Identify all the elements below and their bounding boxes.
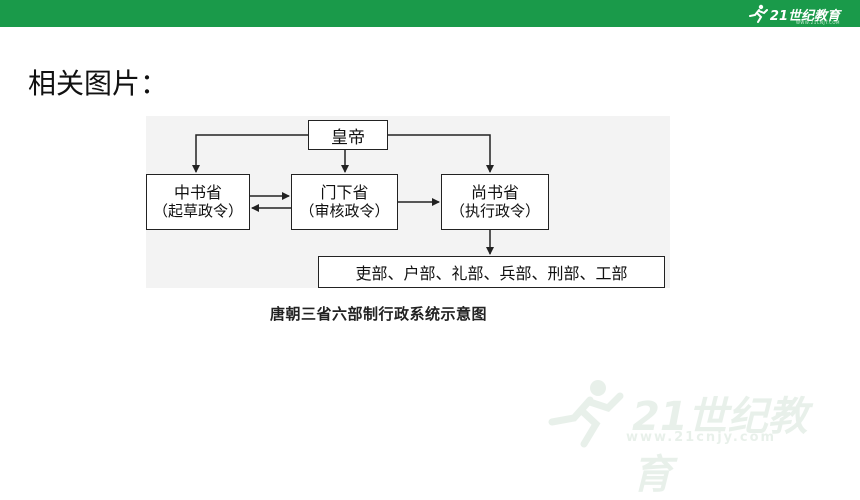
node-six-ministries-label: 吏部、户部、礼部、兵部、刑部、工部 [355, 264, 628, 283]
node-menxia-role: （审核政令） [299, 202, 390, 220]
node-menxia: 门下省 （审核政令） [291, 174, 398, 230]
diagram-caption: 唐朝三省六部制行政系统示意图 [270, 305, 488, 323]
diagram-connectors [192, 134, 494, 255]
top-bar: 21世纪教育 WWW.21CNJY.COM [0, 0, 860, 27]
node-zhongshu-role: （起草政令） [152, 202, 243, 220]
node-emperor-label: 皇帝 [331, 127, 365, 148]
arrow-emperor-to-zhongshu [192, 134, 308, 173]
node-shangshu: 尚书省 （执行政令） [441, 174, 549, 230]
watermark-url: www.21cnjy.com [626, 430, 777, 445]
node-menxia-name: 门下省 [320, 183, 369, 202]
node-zhongshu-name: 中书省 [173, 183, 222, 202]
node-emperor: 皇帝 [308, 120, 388, 150]
brand-text: 21世纪教育 [769, 8, 840, 24]
slide-heading: 相关图片： [28, 67, 169, 100]
arrow-emperor-to-shangshu [388, 134, 494, 173]
node-zhongshu: 中书省 （起草政令） [146, 174, 250, 230]
watermark-runner-icon [548, 380, 624, 448]
brand-logo: 21世纪教育 WWW.21CNJY.COM [747, 3, 840, 25]
node-shangshu-role: （执行政令） [449, 202, 540, 220]
watermark-text: 21世纪教育 [632, 394, 808, 498]
node-shangshu-name: 尚书省 [470, 183, 519, 202]
node-six-ministries: 吏部、户部、礼部、兵部、刑部、工部 [318, 256, 665, 288]
runner-icon [748, 4, 768, 23]
watermark: 21世纪教育 www.21cnjy.com [540, 378, 830, 498]
brand-url: WWW.21CNJY.COM [795, 20, 840, 25]
